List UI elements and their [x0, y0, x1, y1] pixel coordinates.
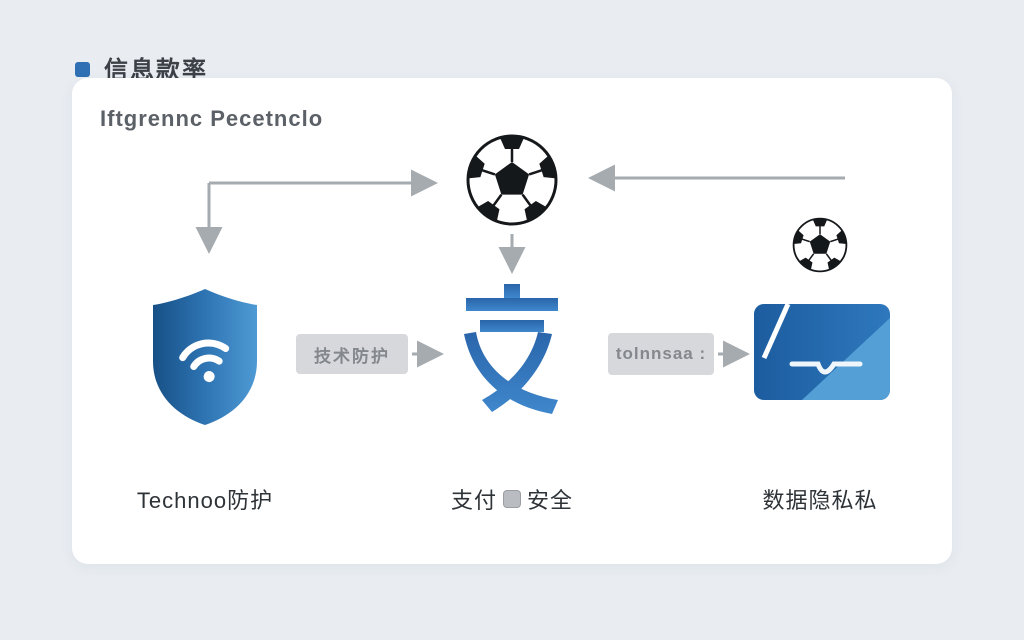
diagram-canvas [153, 78, 890, 425]
caption-right-text: 数据隐私私 [762, 488, 878, 513]
payment-glyph-icon [464, 284, 558, 414]
caption-middle-before: 支付 [450, 488, 497, 513]
flow-arrows [195, 164, 845, 368]
caption-left-text: Technoo防护 [136, 488, 274, 513]
soccer-ball-icon [466, 136, 557, 224]
data-card-icon [754, 304, 890, 400]
content-card: Iftgrennc Pecetnclo [72, 78, 952, 564]
chip-tech-protection: 技术防护 [296, 334, 408, 374]
caption-middle-after: 安全 [527, 488, 574, 513]
small-square-icon [503, 490, 521, 508]
bullet-icon [75, 61, 90, 77]
caption-technology-protection: Technoo防护 [105, 483, 305, 515]
caption-data-privacy: 数据隐私私 [720, 483, 920, 515]
chip-right-label: tolnnsaa : [608, 333, 714, 375]
soccer-ball-small-icon [793, 219, 848, 272]
wifi-icon [179, 339, 230, 383]
shield-wifi-icon [153, 289, 257, 425]
caption-payment-security: 支付 安全 [402, 483, 622, 515]
card-title: Iftgrennc Pecetnclo [100, 106, 324, 131]
